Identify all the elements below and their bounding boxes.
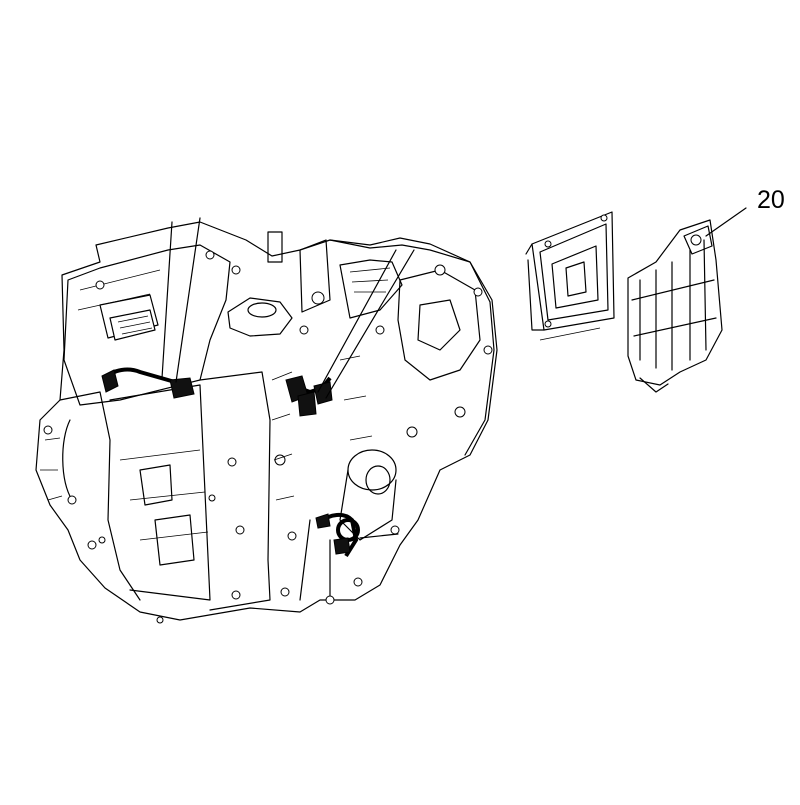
wiring-harness	[101, 367, 360, 558]
transmission-assembly	[35, 221, 498, 624]
part-number-callout: 20	[757, 186, 785, 214]
module-bracket	[627, 219, 723, 393]
leader-lines	[161, 207, 747, 539]
control-module	[525, 211, 615, 341]
